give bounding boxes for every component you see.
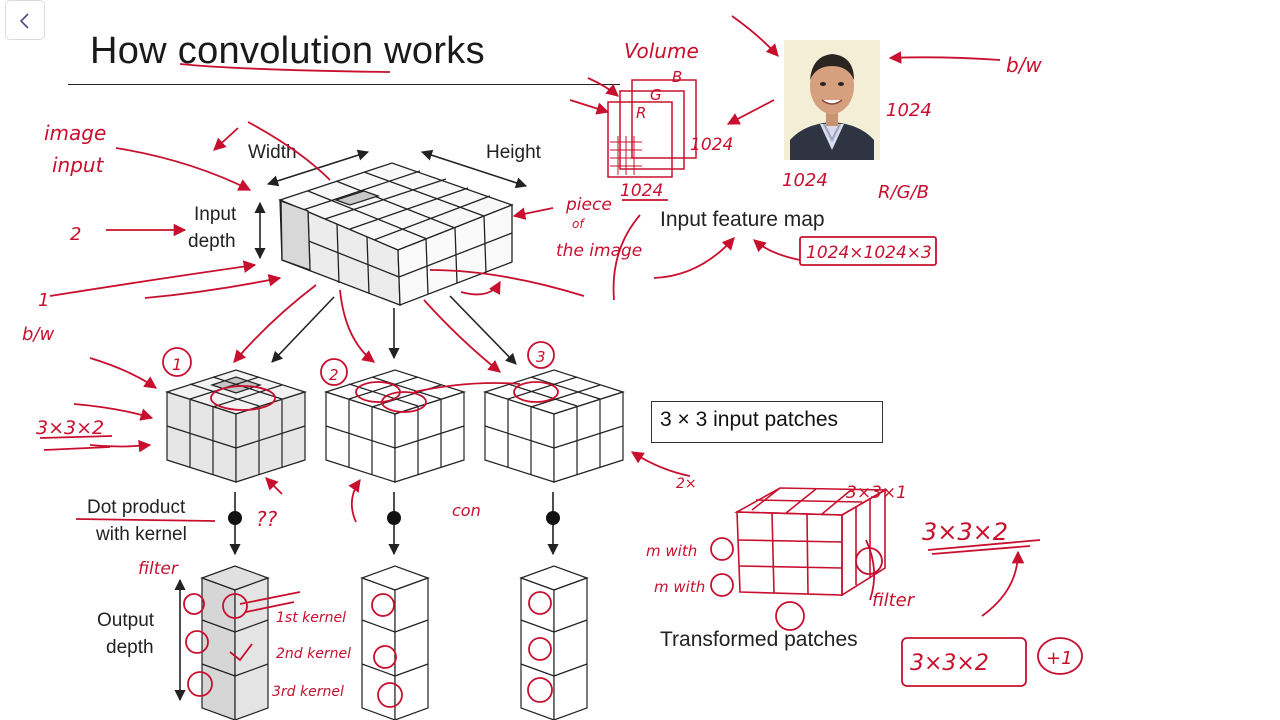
ann-k1: 1st kernel — [276, 610, 346, 626]
ann-c1: 1 — [172, 355, 182, 374]
ann-question: ?? — [256, 507, 278, 531]
ann-m-with-1: m with — [646, 542, 697, 560]
patch-3 — [483, 369, 625, 483]
dot-product-label-1: Dot product — [87, 497, 186, 518]
output-column-2 — [360, 565, 430, 720]
transformed-patches-label: Transformed patches — [660, 628, 858, 651]
ann-piece-2: of — [572, 217, 585, 231]
transformed-patch-sketch — [734, 487, 888, 597]
ann-one: 1 — [38, 290, 49, 311]
ann-rgb: R/G/B — [878, 182, 929, 203]
ann-B: B — [672, 68, 682, 86]
ann-G: G — [650, 86, 662, 104]
ann-3x3x2-right: 3×3×2 — [922, 518, 1008, 546]
title-underline — [68, 84, 620, 85]
ann-2x: 2× — [676, 476, 697, 492]
input-feature-map-label: Input feature map — [660, 208, 825, 231]
ann-1024-c: 1024 — [886, 100, 932, 121]
portrait-photo — [784, 40, 880, 160]
input-depth-label-2: depth — [188, 231, 236, 252]
input-depth-label-1: Input — [194, 204, 237, 225]
ann-image-1: image — [44, 121, 106, 145]
ann-c2: 2 — [329, 366, 339, 384]
patch-1 — [165, 369, 307, 483]
ann-1024-a: 1024 — [690, 135, 733, 155]
handwritten-annotations: image input 2 1 b/w 3×3×2 Volume B G R 1… — [22, 39, 1073, 700]
ann-image-2: input — [52, 153, 105, 177]
ann-volume: Volume — [624, 39, 699, 63]
ann-con: con — [452, 501, 481, 520]
ann-plus1: +1 — [1046, 648, 1073, 669]
input-patches-label: 3 × 3 input patches — [660, 408, 839, 431]
output-column-1 — [200, 565, 270, 720]
ann-3x3x2: 3×3×2 — [36, 417, 104, 439]
ann-1024-b: 1024 — [620, 181, 663, 201]
ann-filter-left: filter — [138, 559, 179, 579]
ann-1024-d: 1024 — [782, 170, 828, 191]
width-label: Width — [248, 142, 297, 163]
ann-piece-3: the image — [556, 241, 642, 261]
slide-title: How convolution works — [90, 30, 485, 72]
rgb-volume-sketch — [607, 79, 697, 178]
input-patches-box: 3 × 3 input patches — [651, 401, 883, 443]
output-depth-label-1: Output — [97, 610, 155, 631]
ann-bw-right: b/w — [1006, 53, 1042, 77]
input-volume-grid — [278, 162, 514, 306]
ann-3x3x1: 3×3×1 — [846, 483, 907, 503]
ann-k3: 3rd kernel — [272, 684, 344, 700]
dot-product-label-2: with kernel — [96, 524, 187, 545]
chevron-left-icon — [19, 13, 29, 29]
ann-shape-box: 1024×1024×3 — [806, 243, 932, 263]
ann-c3: 3 — [536, 348, 546, 366]
ann-k2: 2nd kernel — [276, 646, 351, 662]
height-label: Height — [486, 142, 541, 163]
output-depth-label-2: depth — [106, 637, 154, 658]
ann-piece-1: piece — [565, 195, 612, 215]
patch-2 — [324, 369, 466, 483]
ann-m-with-2: m with — [654, 578, 705, 596]
back-button[interactable] — [5, 0, 45, 40]
ann-two: 2 — [70, 224, 81, 245]
ann-3x3x2-box: 3×3×2 — [910, 651, 989, 676]
ann-bw-left: b/w — [22, 324, 54, 345]
ann-R: R — [636, 104, 646, 122]
output-column-3 — [519, 565, 589, 720]
ann-filter-right: filter — [872, 590, 916, 611]
